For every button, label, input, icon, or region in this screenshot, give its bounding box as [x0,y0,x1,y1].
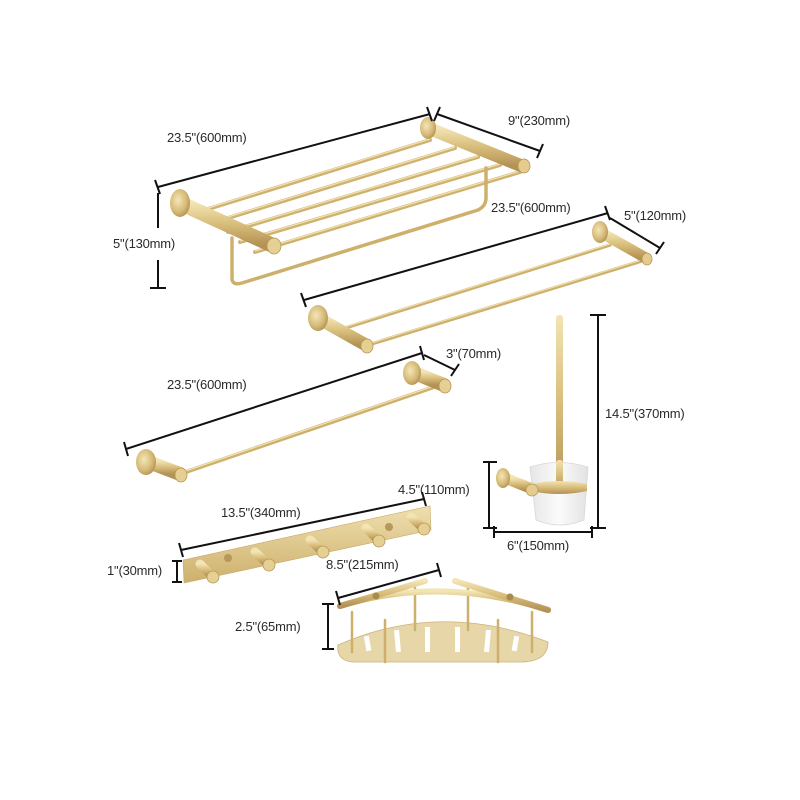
toilet-brush-holder [496,315,589,526]
robe-hook-rail [182,505,432,584]
shelf-length-label: 23.5"(600mm) [167,130,247,145]
shelf-height-label: 5"(130mm) [113,236,176,251]
shelf-depth-label: 9"(230mm) [508,113,571,128]
single-bar-length-label: 23.5"(600mm) [167,377,247,392]
brush-holder-height-label: 14.5"(370mm) [605,406,685,421]
hook-rail-depth-label: 4.5"(110mm) [398,482,470,497]
single-towel-bar [136,361,452,483]
basket-width-label: 8.5"(215mm) [326,557,399,572]
basket-height-label: 2.5"(65mm) [235,619,301,634]
double-bar-length-label: 23.5"(600mm) [491,200,571,215]
double-bar-depth-label: 5"(120mm) [624,208,687,223]
towel-shelf-rack [170,117,531,286]
corner-shower-basket [337,578,551,664]
double-towel-bar [308,221,653,354]
dimension-lines [123,106,665,650]
brush-holder-width-label: 6"(150mm) [507,538,570,553]
hook-set [195,512,431,584]
hook-rail-height-label: 1"(30mm) [107,563,163,578]
hook-rail-length-label: 13.5"(340mm) [221,505,301,520]
single-bar-depth-label: 3"(70mm) [446,346,502,361]
